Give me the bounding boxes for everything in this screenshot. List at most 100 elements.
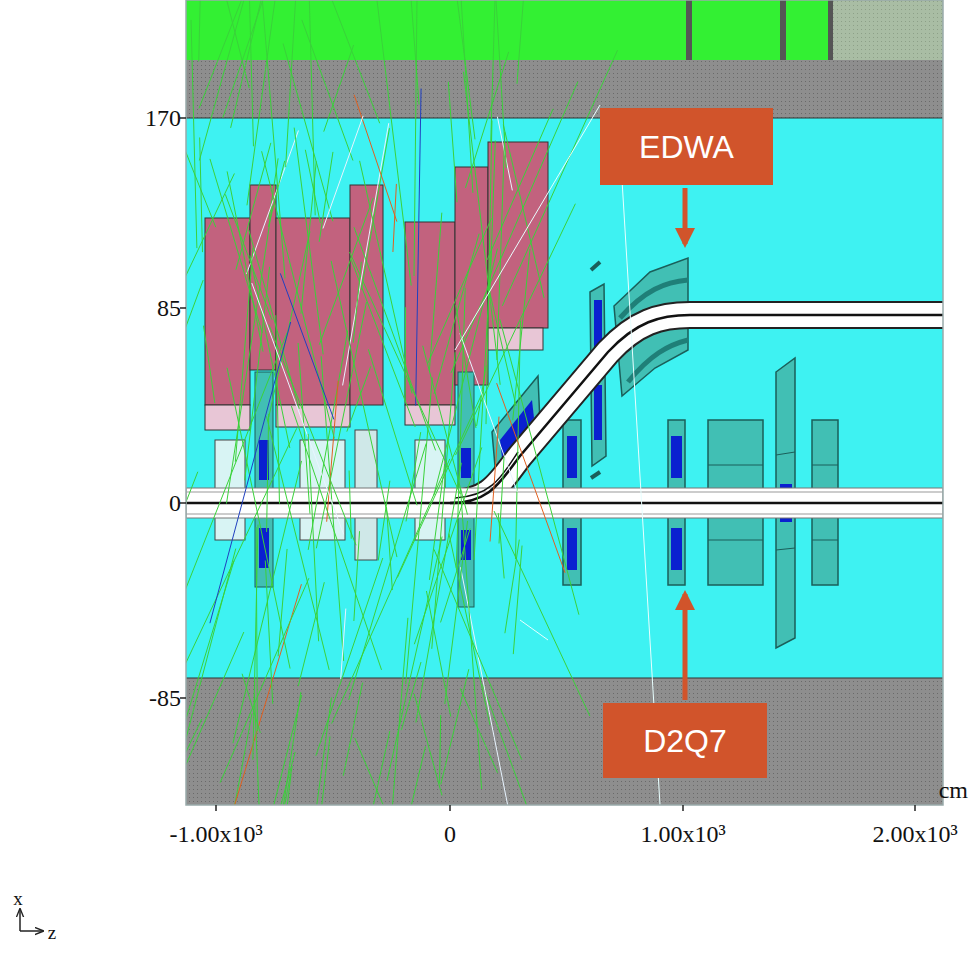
particle-track: [516, 321, 521, 559]
beam-pipes: [186, 315, 943, 518]
particle-track: [490, 141, 496, 299]
particle-track: [483, 685, 545, 805]
particle-track: [186, 632, 244, 805]
particle-track: [269, 232, 310, 418]
particle-track: [186, 549, 236, 805]
axis-ticks: [180, 118, 915, 811]
particle-track: [387, 507, 393, 590]
callout-text: D2Q7: [643, 725, 727, 757]
particle-track: [458, 0, 473, 193]
particle-track: [489, 290, 516, 406]
particle-track: [308, 330, 348, 549]
particle-track: [349, 443, 427, 700]
particle-track: [460, 333, 517, 492]
particle-track: [298, 343, 310, 514]
particle-track: [456, 305, 476, 428]
callout-box: D2Q7: [603, 703, 767, 778]
particle-track: [199, 0, 203, 61]
particle-track: [227, 368, 290, 669]
particle-track: [186, 333, 287, 599]
particle-track: [204, 326, 215, 403]
callout-arrow: [683, 594, 688, 700]
particle-track: [262, 151, 335, 438]
particle-track: [456, 288, 465, 568]
particle-track: [286, 0, 297, 167]
particle-track: [373, 0, 411, 286]
particle-track: [223, 0, 309, 118]
particle-track: [323, 116, 363, 229]
particle-track: [186, 280, 203, 452]
particle-track: [434, 249, 498, 496]
particle-track: [271, 692, 301, 805]
particle-track: [494, 511, 590, 716]
detector-blocks: [205, 142, 548, 405]
particle-track: [210, 322, 291, 623]
particle-track: [226, 0, 249, 88]
plot-area: [186, 0, 943, 805]
particle-track: [186, 561, 234, 743]
particle-track: [354, 531, 360, 621]
particle-track: [391, 618, 408, 805]
axis-name: z: [48, 923, 56, 942]
particle-track: [200, 137, 203, 252]
axis-indicator: [20, 910, 42, 931]
particle-track: [387, 537, 442, 781]
particle-track: [261, 0, 285, 278]
particle-track: [354, 95, 397, 222]
particle-track: [505, 540, 519, 634]
particle-track: [414, 694, 442, 796]
particle-track: [440, 715, 441, 783]
particle-track: [432, 352, 455, 649]
particle-track: [288, 0, 380, 123]
particle-track: [487, 109, 553, 260]
particle-track: [497, 383, 565, 573]
particle-track: [429, 213, 441, 371]
particle-tracks: [186, 0, 618, 805]
top-band: [186, 0, 943, 60]
particle-track: [349, 471, 351, 539]
particle-track: [406, 378, 433, 685]
particle-track: [249, 0, 254, 146]
particle-track: [466, 52, 509, 188]
particle-track: [280, 273, 334, 419]
particle-track: [405, 307, 406, 402]
particle-track: [319, 152, 333, 242]
axis-tick-label: 85: [157, 296, 181, 320]
particle-track: [491, 0, 497, 142]
particle-track: [416, 463, 461, 723]
particle-track: [333, 731, 390, 805]
particle-track: [218, 752, 295, 805]
particle-track: [500, 319, 579, 614]
particle-track: [343, 123, 389, 385]
axis-tick-label: 170: [145, 106, 181, 130]
axis-tick-label: -1.00x10³: [169, 822, 262, 846]
particle-track: [266, 416, 329, 670]
particle-track: [314, 697, 331, 805]
particle-track: [399, 0, 419, 104]
particle-track: [186, 173, 234, 322]
particle-track: [186, 472, 198, 733]
particle-track: [497, 132, 505, 360]
particle-track: [236, 143, 271, 270]
particle-track: [276, 315, 280, 504]
particle-track: [302, 20, 353, 161]
particle-track: [448, 82, 457, 202]
particle-track: [368, 349, 417, 505]
particle-track: [426, 591, 450, 717]
particle-track: [191, 20, 197, 248]
particle-track: [513, 249, 530, 420]
axis-tick-label: 2.00x10³: [872, 822, 957, 846]
particle-track: [378, 481, 390, 561]
particle-track: [294, 128, 323, 355]
particle-track: [309, 736, 330, 805]
axis-tick-label: 0: [444, 822, 456, 846]
shielding: [186, 60, 943, 118]
particle-track: [267, 414, 269, 532]
particle-track: [423, 346, 468, 515]
particle-track: [392, 746, 425, 805]
callout-text: EDWA: [639, 131, 734, 163]
band-block: [833, 0, 943, 60]
plot-frame: [186, 0, 943, 805]
particle-track: [513, 546, 522, 655]
particle-track: [235, 248, 253, 462]
